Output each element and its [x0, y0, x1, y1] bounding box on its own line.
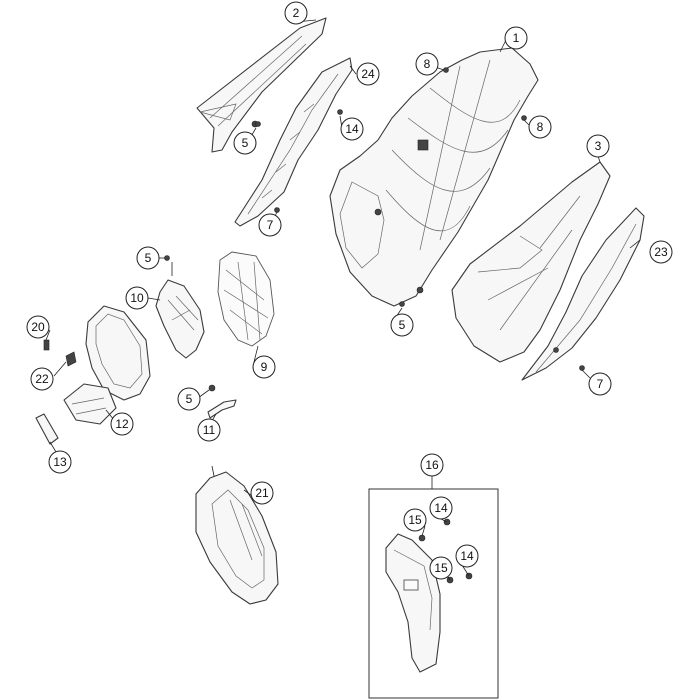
part-22-clamp [65, 351, 77, 367]
callout-23: 23 [649, 240, 673, 264]
callout-14-kit-top: 14 [429, 496, 453, 520]
callout-15-kit-bottom: 15 [429, 556, 453, 580]
svg-text:20: 20 [31, 320, 45, 334]
part-11-clip [207, 384, 237, 419]
callout-5-airbox: 5 [390, 313, 414, 337]
part-23-panel-trim [521, 207, 645, 381]
part-13-hose-clamp [35, 413, 59, 445]
part-24-shroud-strip [234, 57, 353, 227]
svg-text:14: 14 [460, 549, 474, 563]
svg-text:10: 10 [130, 291, 144, 305]
callout-9: 9 [252, 355, 276, 379]
callout-14-kit-bottom: 14 [455, 544, 479, 568]
callout-7-left: 7 [258, 213, 282, 237]
svg-text:5: 5 [186, 392, 193, 406]
svg-text:3: 3 [595, 139, 602, 153]
svg-text:7: 7 [597, 377, 604, 391]
callout-1: 1 [504, 26, 528, 50]
svg-text:5: 5 [242, 136, 249, 150]
part-3-side-panel [451, 161, 611, 363]
svg-text:8: 8 [424, 57, 431, 71]
svg-text:12: 12 [115, 417, 129, 431]
callout-8-right: 8 [528, 115, 552, 139]
callout-12: 12 [110, 412, 134, 436]
part-9-air-filter [217, 251, 275, 347]
callout-5-cage: 5 [136, 246, 160, 270]
svg-text:7: 7 [267, 218, 274, 232]
svg-text:8: 8 [537, 120, 544, 134]
callout-5-upper: 5 [233, 131, 257, 155]
part-10-filter-cage [155, 262, 205, 359]
part-1-airbox [329, 47, 539, 307]
svg-text:11: 11 [203, 423, 216, 437]
callout-8-top: 8 [415, 52, 439, 76]
part-2-side-trim [196, 17, 327, 153]
svg-text:5: 5 [399, 318, 406, 332]
svg-text:22: 22 [35, 372, 49, 386]
callouts: 2 24 1 8 8 14 5 7 [26, 1, 673, 580]
svg-text:14: 14 [345, 122, 359, 136]
part-16-kit [368, 488, 499, 699]
part-20-screw [43, 339, 50, 351]
svg-text:2: 2 [293, 6, 300, 20]
callout-24: 24 [356, 62, 380, 86]
callout-22: 22 [30, 367, 54, 391]
svg-text:24: 24 [361, 67, 375, 81]
part-21-lower-airbox [195, 465, 279, 605]
part-12-intake-boot [63, 305, 151, 425]
svg-text:14: 14 [434, 501, 448, 515]
svg-text:15: 15 [434, 561, 448, 575]
callout-10: 10 [125, 286, 149, 310]
svg-text:9: 9 [261, 360, 268, 374]
callout-13: 13 [48, 450, 72, 474]
callout-11: 11 [197, 418, 221, 442]
callout-16: 16 [420, 453, 444, 477]
svg-text:1: 1 [513, 31, 520, 45]
callout-2: 2 [284, 1, 308, 25]
callout-5-clip: 5 [177, 387, 201, 411]
callout-21: 21 [250, 481, 274, 505]
callout-14-top: 14 [340, 117, 364, 141]
svg-text:5: 5 [145, 251, 152, 265]
callout-7-right: 7 [588, 372, 612, 396]
callout-3: 3 [586, 134, 610, 158]
callout-20: 20 [26, 315, 50, 339]
svg-text:16: 16 [425, 458, 439, 472]
svg-text:23: 23 [654, 245, 668, 259]
callout-15-kit-top: 15 [403, 508, 427, 532]
svg-text:21: 21 [255, 486, 269, 500]
fastener-markers [164, 67, 585, 371]
svg-text:15: 15 [408, 513, 422, 527]
svg-text:13: 13 [53, 455, 67, 469]
